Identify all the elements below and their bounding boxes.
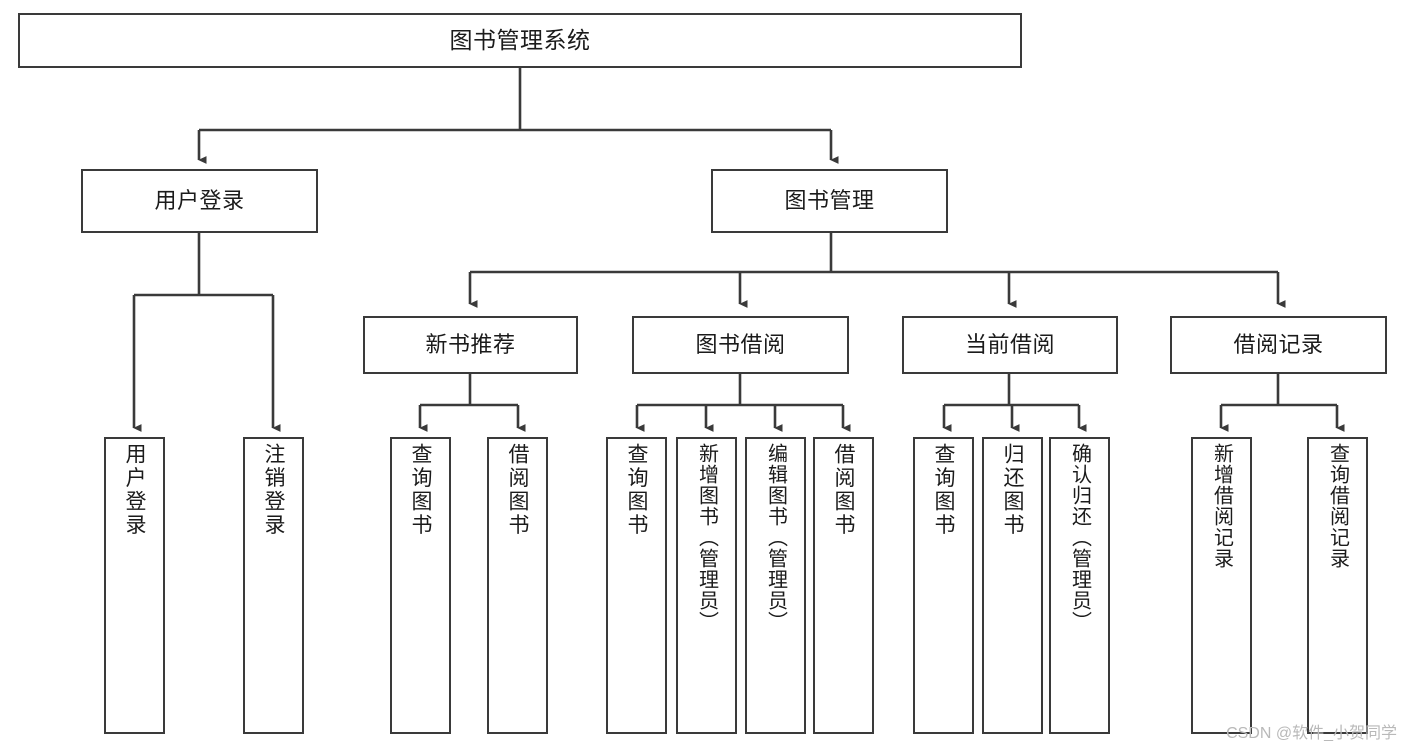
- leaf-current-confirm-return-admin[interactable]: 确认归还（管理员）: [1049, 437, 1110, 734]
- node-label: 注销登录: [262, 443, 285, 537]
- leaf-current-return-book[interactable]: 归还图书: [982, 437, 1043, 734]
- node-label: 图书借阅: [695, 332, 786, 358]
- node-label: 查询图书: [625, 443, 648, 537]
- node-label: 用户登录: [123, 443, 146, 537]
- node-label: 确认归还（管理员）: [1068, 443, 1091, 632]
- node-label: 新增借阅记录: [1210, 443, 1233, 569]
- leaf-borrow-add-book-admin[interactable]: 新增图书（管理员）: [676, 437, 737, 734]
- node-label: 借阅图书: [506, 443, 529, 537]
- node-label: 新书推荐: [425, 332, 516, 358]
- leaf-borrow-edit-book-admin[interactable]: 编辑图书（管理员）: [745, 437, 806, 734]
- node-user-login[interactable]: 用户登录: [81, 169, 318, 233]
- node-label: 查询借阅记录: [1326, 443, 1349, 569]
- node-label: 查询图书: [932, 443, 955, 537]
- leaf-newbook-query-book[interactable]: 查询图书: [390, 437, 451, 734]
- node-borrow-records[interactable]: 借阅记录: [1170, 316, 1387, 374]
- node-label: 借阅记录: [1233, 332, 1324, 358]
- leaf-newbook-borrow-book[interactable]: 借阅图书: [487, 437, 548, 734]
- node-book-borrow[interactable]: 图书借阅: [632, 316, 849, 374]
- leaf-borrow-lend-book[interactable]: 借阅图书: [813, 437, 874, 734]
- node-label: 新增图书（管理员）: [695, 443, 718, 632]
- node-label: 查询图书: [409, 443, 432, 537]
- node-new-book-recommend[interactable]: 新书推荐: [363, 316, 578, 374]
- leaf-records-query-record[interactable]: 查询借阅记录: [1307, 437, 1368, 734]
- node-book-management[interactable]: 图书管理: [711, 169, 948, 233]
- node-label: 图书管理系统: [449, 26, 591, 53]
- leaf-records-add-record[interactable]: 新增借阅记录: [1191, 437, 1252, 734]
- leaf-borrow-query-book[interactable]: 查询图书: [606, 437, 667, 734]
- node-root-book-management-system[interactable]: 图书管理系统: [18, 13, 1022, 68]
- node-current-borrow[interactable]: 当前借阅: [902, 316, 1118, 374]
- leaf-user-login[interactable]: 用户登录: [104, 437, 165, 734]
- node-label: 图书管理: [784, 188, 875, 214]
- node-label: 借阅图书: [832, 443, 855, 537]
- node-label: 归还图书: [1001, 443, 1024, 537]
- node-label: 当前借阅: [964, 332, 1055, 358]
- node-label: 编辑图书（管理员）: [764, 443, 787, 632]
- leaf-user-logout[interactable]: 注销登录: [243, 437, 304, 734]
- leaf-current-query-book[interactable]: 查询图书: [913, 437, 974, 734]
- node-label: 用户登录: [154, 188, 245, 214]
